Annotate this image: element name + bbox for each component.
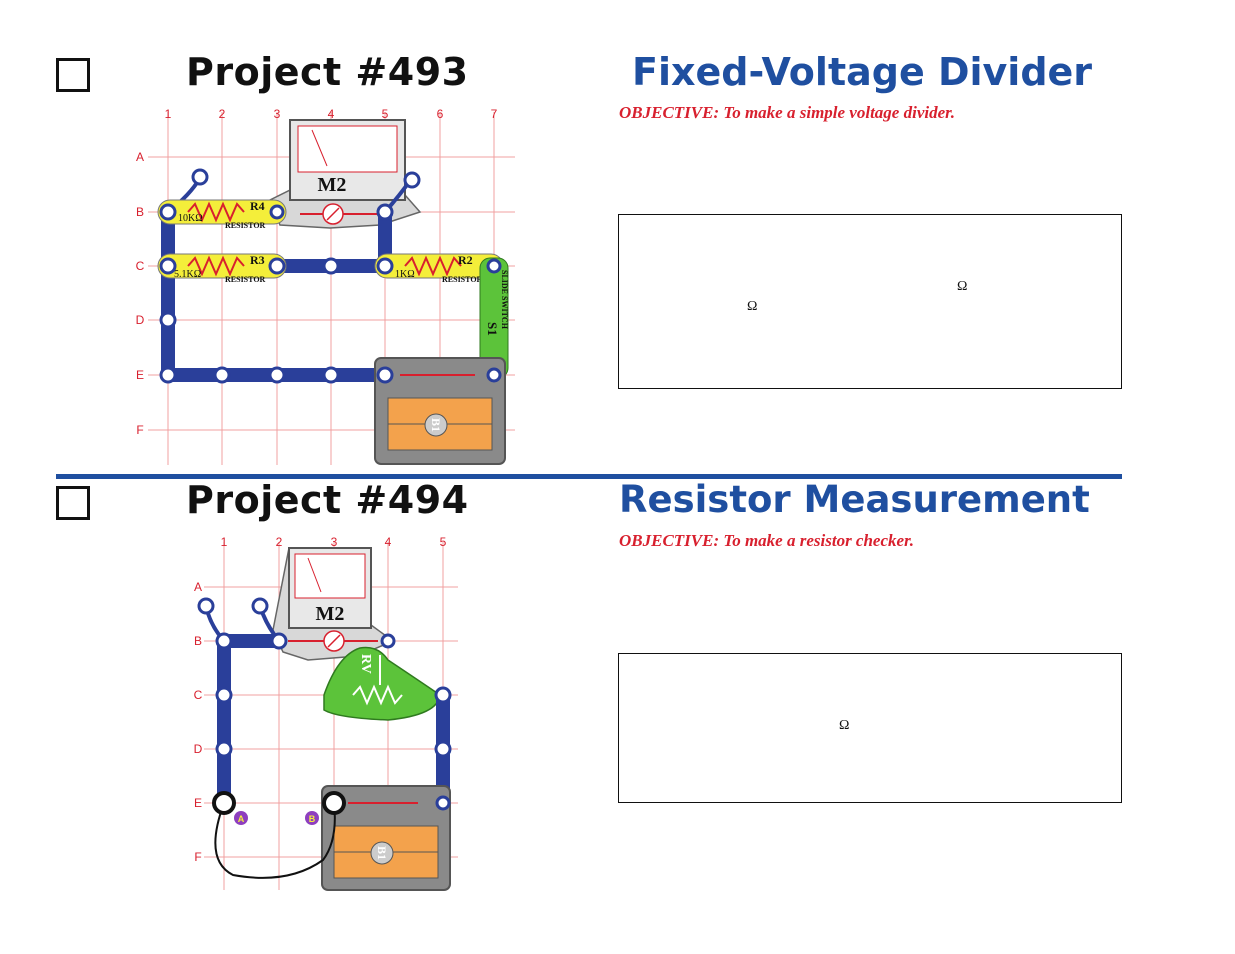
row-label: B — [136, 205, 144, 219]
col-label: 4 — [328, 107, 335, 121]
col-label: 2 — [219, 107, 226, 121]
resistor-r4: R4 10KΩ RESISTOR — [157, 199, 287, 230]
probe-a-label: A — [238, 814, 245, 824]
project-493-title: Fixed-Voltage Divider — [632, 50, 1093, 94]
r3-label: R3 — [250, 253, 265, 267]
project-494-note-box: Ω — [618, 653, 1122, 803]
note-omega-symbol: Ω — [839, 718, 850, 733]
note-omega-symbol: Ω — [957, 279, 968, 294]
probe-b-label: B — [309, 814, 316, 824]
resistor-r3: R3 5.1KΩ RESISTOR — [157, 253, 287, 284]
meter-m2: M2 — [269, 119, 422, 229]
col-label: 5 — [382, 107, 389, 121]
r3-value: 5.1KΩ — [174, 269, 201, 280]
row-label: D — [194, 742, 203, 756]
switch-id: S1 — [485, 322, 500, 336]
row-label: A — [194, 580, 202, 594]
project-494-checkbox[interactable] — [56, 486, 90, 520]
probe-lead-wire — [214, 802, 336, 879]
meter-m2: M2 — [272, 547, 395, 661]
battery-label: B1 — [429, 418, 443, 432]
col-label: 1 — [221, 535, 228, 549]
project-493-note-box: Ω Ω — [618, 214, 1122, 389]
row-label: C — [136, 259, 145, 273]
col-label: 6 — [437, 107, 444, 121]
r2-resistor-word: RESISTOR — [442, 275, 483, 284]
slide-switch-s1: S1 SLIDE SWITCH — [479, 257, 509, 379]
battery-label: B1 — [375, 846, 389, 860]
project-494-number-title: Project #494 — [186, 478, 469, 522]
project-494-objective: OBJECTIVE: To make a resistor checker. — [619, 531, 914, 550]
col-label: 7 — [491, 107, 498, 121]
row-label: A — [136, 150, 144, 164]
potentiometer-rv: RV — [323, 646, 441, 721]
r2-value: 1KΩ — [395, 269, 415, 280]
project-494-circuit-diagram: 1 2 3 4 5 A B C D E F M2 RV — [194, 535, 458, 891]
rv-label: RV — [358, 654, 373, 674]
section-divider — [56, 474, 1122, 479]
row-label: C — [194, 688, 203, 702]
project-493-circuit-diagram: 1 2 3 4 5 6 7 A B C D E F M2 — [136, 107, 515, 465]
r3-resistor-word: RESISTOR — [225, 275, 266, 284]
row-label: F — [194, 850, 201, 864]
row-label: D — [136, 313, 145, 327]
battery-b1: B1 — [321, 785, 451, 891]
col-label: 3 — [274, 107, 281, 121]
row-label: E — [194, 796, 202, 810]
row-label: E — [136, 368, 144, 382]
resistor-r2: R2 1KΩ RESISTOR — [374, 253, 504, 284]
project-493-objective: OBJECTIVE: To make a simple voltage divi… — [619, 103, 956, 122]
probe-a-marker: A — [234, 811, 248, 825]
switch-name: SLIDE SWITCH — [500, 270, 509, 330]
meter-label: M2 — [318, 174, 347, 196]
probe-b-marker: B — [305, 811, 319, 825]
col-label: 4 — [385, 535, 392, 549]
project-493-number-title: Project #493 — [186, 50, 469, 94]
row-label: F — [136, 423, 143, 437]
note-omega-symbol: Ω — [747, 299, 758, 314]
col-label: 2 — [276, 535, 283, 549]
r4-value: 10KΩ — [178, 213, 203, 224]
col-label: 3 — [331, 535, 338, 549]
project-493-checkbox[interactable] — [56, 58, 90, 92]
col-label: 5 — [440, 535, 447, 549]
col-label: 1 — [165, 107, 172, 121]
r2-label: R2 — [458, 253, 473, 267]
meter-label: M2 — [316, 603, 345, 625]
battery-b1: B1 — [374, 357, 506, 465]
r4-resistor-word: RESISTOR — [225, 221, 266, 230]
row-label: B — [194, 634, 202, 648]
r4-label: R4 — [250, 199, 265, 213]
project-494-title: Resistor Measurement — [619, 478, 1090, 521]
